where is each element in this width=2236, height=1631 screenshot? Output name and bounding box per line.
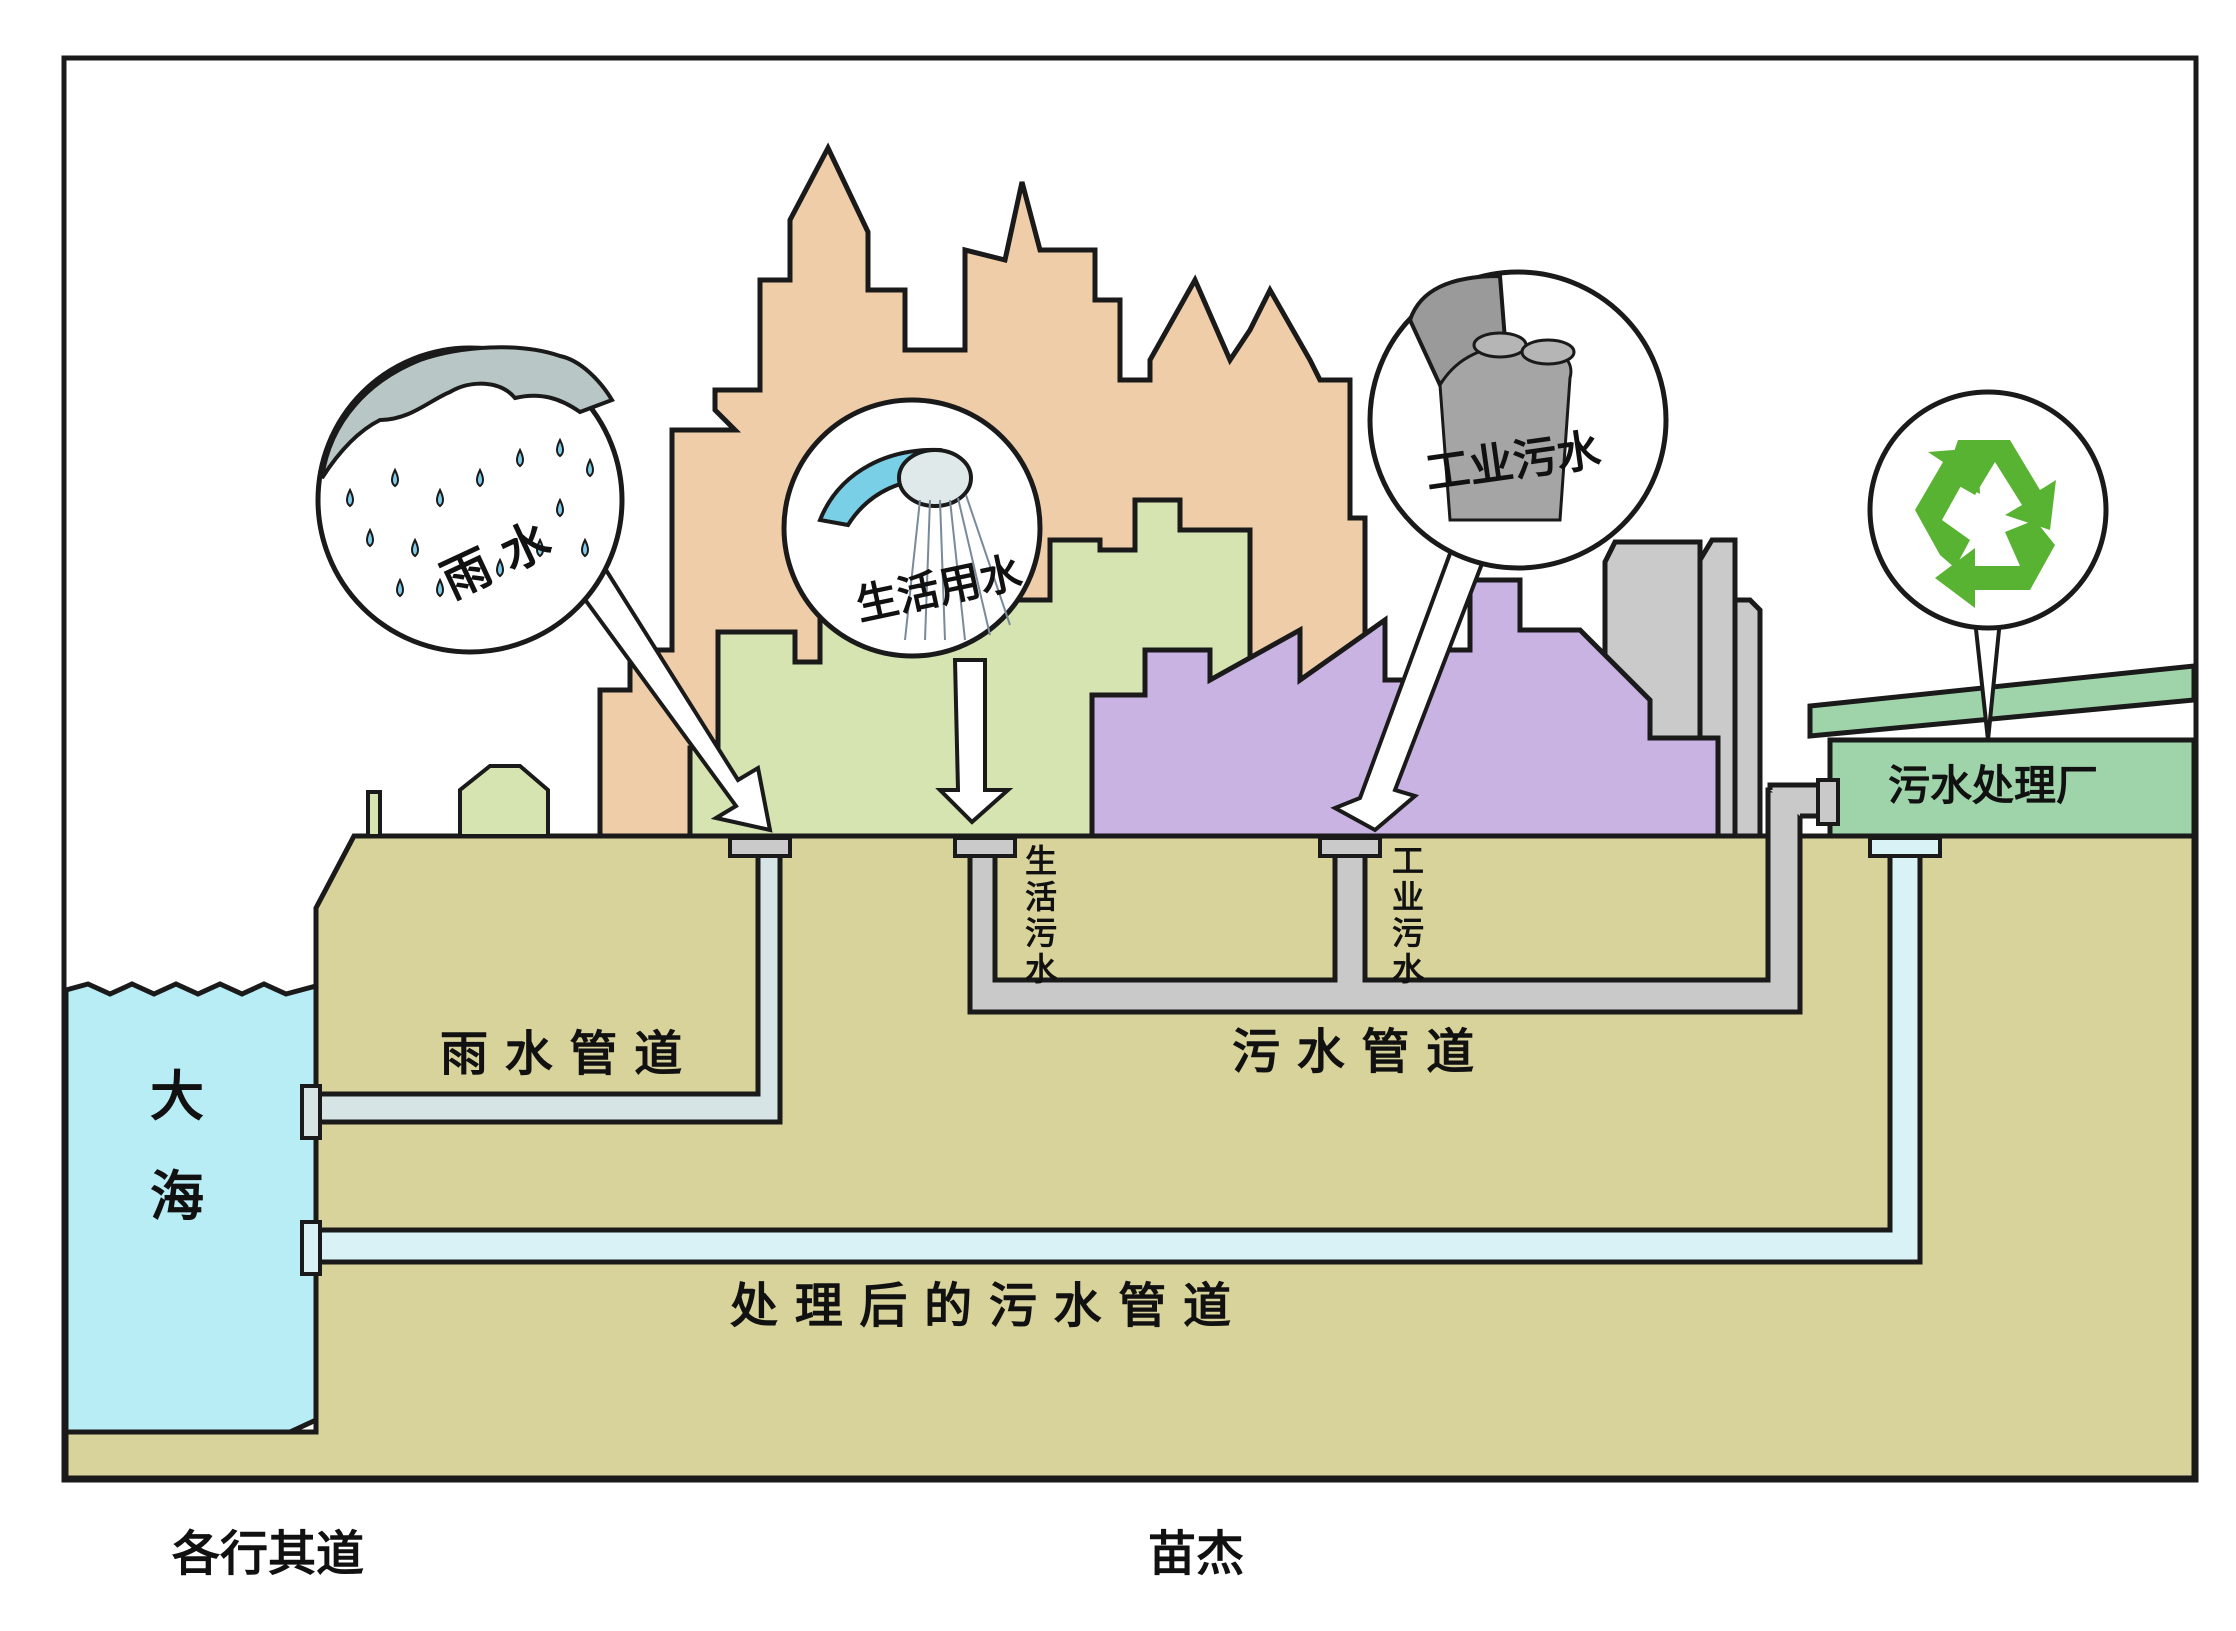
treated-pipe	[300, 836, 1942, 1276]
svg-text:水: 水	[1025, 950, 1058, 988]
arrows	[575, 537, 2003, 833]
svg-text:污: 污	[1392, 914, 1424, 952]
sea	[63, 981, 319, 1435]
sewage-plant	[1807, 663, 2197, 839]
domestic-arrow	[935, 658, 1014, 825]
rain-pipe	[300, 836, 792, 1140]
recycle-icon	[1915, 440, 2056, 608]
rain-pipe-label: 雨 水 管 道	[440, 1026, 682, 1082]
sewage-pipe	[953, 778, 1840, 1015]
svg-text:活: 活	[1025, 878, 1057, 916]
svg-text:工: 工	[1392, 842, 1424, 880]
plant-label: 污水处理厂	[1888, 761, 2098, 810]
svg-text:水: 水	[1392, 950, 1425, 988]
industrial-arrow	[1330, 537, 1491, 833]
rain-cloud-icon	[320, 345, 615, 480]
svg-text:生: 生	[1025, 842, 1057, 880]
ground	[63, 833, 2197, 1481]
rain-arrow	[575, 567, 773, 833]
rain-bubble: 雨 水	[315, 345, 625, 655]
sea-label-1: 大	[150, 1065, 204, 1128]
caption-right: 苗杰	[1148, 1526, 1244, 1582]
svg-text:业: 业	[1392, 878, 1424, 916]
treated-pipe-label: 处 理 后 的 污 水 管 道	[730, 1278, 1231, 1334]
small-houses	[366, 764, 550, 838]
recycle-bubble	[1867, 389, 2109, 631]
industrial-bubble: 工业污水	[1367, 269, 1669, 571]
industrial-pipe-label: 工 业 污 水	[1392, 842, 1425, 988]
domestic-bubble: 生活用水	[781, 397, 1043, 659]
svg-text:污: 污	[1025, 914, 1057, 952]
sea-label-2: 海	[150, 1165, 204, 1228]
domestic-pipe-label: 生 活 污 水	[1025, 842, 1058, 988]
caption-left: 各行其道	[172, 1526, 364, 1582]
sewage-pipe-label: 污 水 管 道	[1232, 1024, 1474, 1080]
